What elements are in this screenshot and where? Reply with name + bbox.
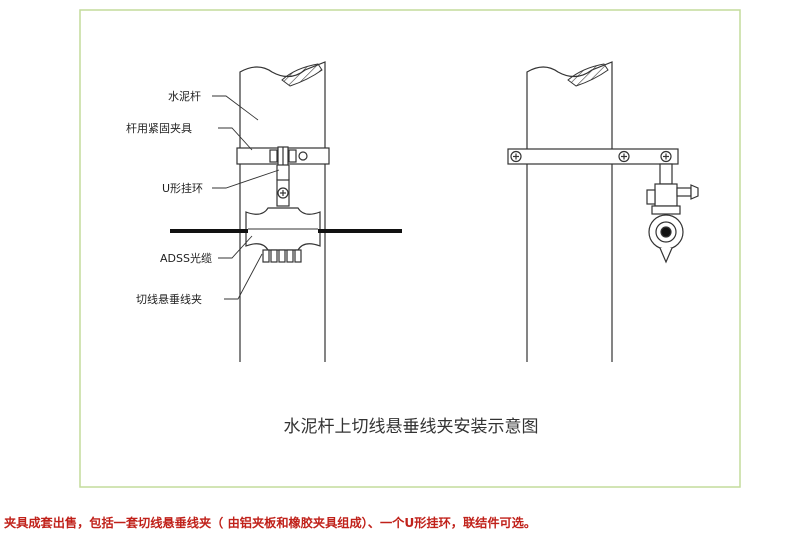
label-cable: ADSS光缆 xyxy=(160,251,212,265)
left-clamp-bolt xyxy=(288,149,297,163)
right-cable-cross-section xyxy=(660,226,672,238)
diagram-frame xyxy=(79,9,741,488)
right-hanger-nut xyxy=(690,184,699,200)
right-hanger-plate xyxy=(651,205,681,215)
right-clamp-tail xyxy=(659,247,673,264)
leader-suspension-clamp xyxy=(224,253,263,300)
right-pole-break-hatch xyxy=(567,63,609,87)
label-pole: 水泥杆 xyxy=(168,89,201,103)
right-hanger-link xyxy=(659,163,673,185)
right-hanger-bolt xyxy=(676,187,692,197)
diagram-title: 水泥杆上切线悬垂线夹安装示意图 xyxy=(284,417,539,437)
leader-pole-clamp xyxy=(218,127,253,151)
label-suspension-clamp: 切线悬垂线夹 xyxy=(136,292,202,306)
left-pole-assembly xyxy=(236,61,330,362)
right-hanger-side xyxy=(646,189,656,205)
callout-leaders xyxy=(212,95,280,300)
right-pole-assembly xyxy=(507,61,699,362)
right-pole-clamp-band xyxy=(507,148,679,165)
label-u-hook: U形挂环 xyxy=(162,181,203,195)
label-pole-clamp: 杆用紧固夹具 xyxy=(126,121,192,135)
right-hanger-body xyxy=(654,183,678,207)
leader-cable xyxy=(218,235,253,259)
left-clamp-nut xyxy=(298,151,308,161)
leader-pole xyxy=(212,95,259,121)
left-pole-break-hatch xyxy=(281,63,323,87)
left-clamp-bolt xyxy=(269,149,278,163)
right-pole xyxy=(526,61,613,362)
left-clamp-bottom-bolts xyxy=(262,249,302,263)
leader-u-hook xyxy=(212,169,280,189)
caption-text: 夹具成套出售，包括一套切线悬垂线夹（ 由铝夹板和橡胶夹具组成）、一个U形挂环，联… xyxy=(4,516,537,530)
